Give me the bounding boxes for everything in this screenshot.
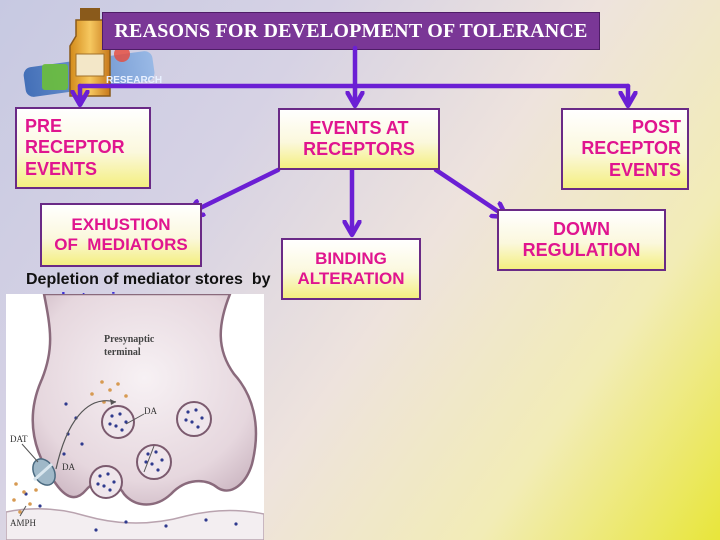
vesicle-group (89, 401, 212, 499)
down-line-1: DOWN (553, 218, 610, 239)
vesicle (176, 401, 212, 437)
events-at-receptors-box: EVENTS AT RECEPTORS (278, 108, 440, 170)
amph-label: AMPH (10, 518, 37, 528)
pre-line-2: RECEPTOR (25, 137, 125, 158)
dat-label: DAT (10, 434, 28, 444)
research-clipart: RESEARCH (23, 8, 162, 97)
clipart-banner-text: RESEARCH (106, 75, 162, 86)
post-line-2: RECEPTOR (581, 138, 681, 159)
arrow-to-exhustion (190, 167, 281, 213)
dat-transporter-icon (32, 458, 56, 486)
amphetamine-dots (12, 380, 128, 514)
da-label-top: DA (144, 406, 157, 416)
presynaptic-terminal-diagram: Presynaptic terminal DA DAT DA AMPH (6, 294, 264, 540)
pre-line-1: PRE (25, 116, 63, 137)
post-receptor-events-box: POST RECEPTOR EVENTS (561, 108, 689, 190)
down-line-2: REGULATION (522, 240, 641, 260)
pre-line-3: EVENTS (25, 158, 98, 179)
post-line-3: EVENTS (608, 159, 681, 180)
down-regulation-box: DOWN REGULATION (497, 209, 666, 271)
da-label-left: DA (62, 462, 75, 472)
dopamine-dots (24, 402, 238, 532)
exhustion-of-mediators-box: EXHUSTION OF MEDIATORS (40, 203, 202, 267)
caption-prefix: Depletion of mediator stores by (26, 271, 275, 288)
exhustion-line-2: OF MEDIATORS (54, 235, 188, 254)
post-line-1: POST (631, 117, 681, 138)
pre-receptor-events-box: PRE RECEPTOR EVENTS (15, 107, 151, 189)
page-title: REASONS FOR DEVELOPMENT OF TOLERANCE (102, 12, 600, 50)
exhustion-line-1: EXHUSTION (71, 214, 171, 234)
arrow-to-down-regulation (433, 167, 505, 216)
vesicle (101, 405, 135, 439)
vesicle (136, 444, 172, 480)
events-line-2: RECEPTORS (303, 139, 415, 159)
terminal-label: terminal (104, 347, 141, 358)
binding-line-1: BINDING (315, 248, 387, 268)
presynaptic-label: Presynaptic (104, 334, 155, 345)
binding-alteration-box: BINDING ALTERATION (281, 238, 421, 300)
events-line-1: EVENTS AT (309, 117, 409, 138)
vesicle (89, 465, 123, 499)
binding-line-2: ALTERATION (297, 269, 405, 288)
